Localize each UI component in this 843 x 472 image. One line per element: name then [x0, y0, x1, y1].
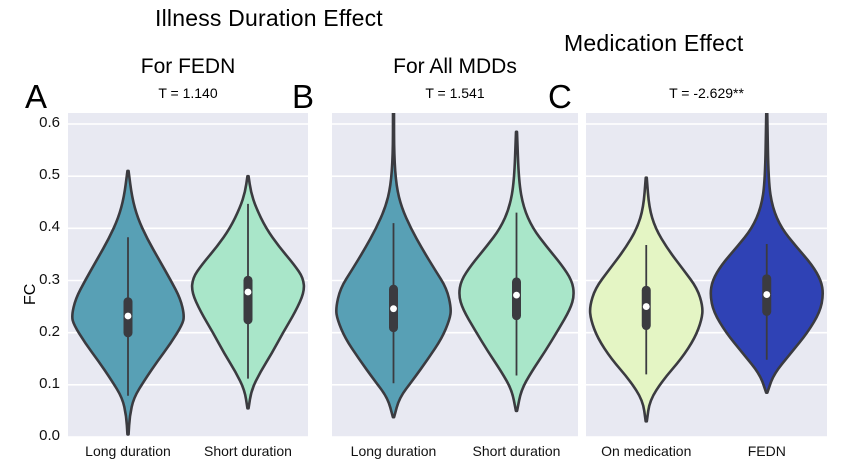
x-tick-label: Short duration: [472, 443, 561, 459]
violin-iqr-box: [243, 275, 253, 325]
y-tick-label: 0.2: [39, 322, 60, 340]
y-tick-label: 0.0: [39, 427, 60, 444]
suptitle-medication: Medication Effect: [564, 30, 744, 56]
x-tick-label: Short duration: [204, 443, 292, 459]
x-tick-label: Long duration: [350, 443, 437, 459]
y-tick-label: 0.1: [39, 374, 60, 392]
panel-stat-b: T = 1.541: [425, 85, 485, 101]
y-tick-label: 0.5: [39, 166, 60, 184]
axes-panel-c: [586, 113, 827, 437]
axes-panel-a: [68, 113, 308, 437]
panel-letter-c: C: [548, 78, 572, 115]
panel-title-b: For All MDDs: [393, 55, 517, 78]
violin-median-marker: [642, 303, 650, 310]
x-tick-label: FEDN: [747, 443, 786, 459]
x-tick-label: On medication: [601, 443, 692, 459]
suptitle-illness-duration: Illness Duration Effect: [155, 5, 383, 31]
panel-stat-a: T = 1.140: [158, 85, 218, 101]
y-tick-label: 0.4: [39, 218, 60, 236]
panel-title-a: For FEDN: [140, 55, 236, 78]
violin-median-marker: [763, 291, 771, 298]
violin-median-marker: [124, 312, 132, 320]
x-tick-label: Long duration: [85, 443, 171, 459]
axes-panel-b: [332, 113, 578, 437]
violin-iqr-box: [512, 277, 521, 321]
violin-median-marker: [244, 288, 252, 296]
panel-letter-b: B: [292, 78, 315, 115]
violin-plot-a: [68, 113, 308, 437]
y-tick-label: 0.6: [39, 114, 60, 131]
violin-median-marker: [390, 305, 397, 313]
violin-plot-c: [586, 113, 827, 437]
y-tick-label: 0.3: [39, 270, 60, 288]
violin-median-marker: [513, 291, 520, 299]
panel-stat-c: T = -2.629**: [669, 85, 744, 101]
violin-plot-b: [332, 113, 578, 437]
panel-letter-a: A: [25, 78, 48, 115]
